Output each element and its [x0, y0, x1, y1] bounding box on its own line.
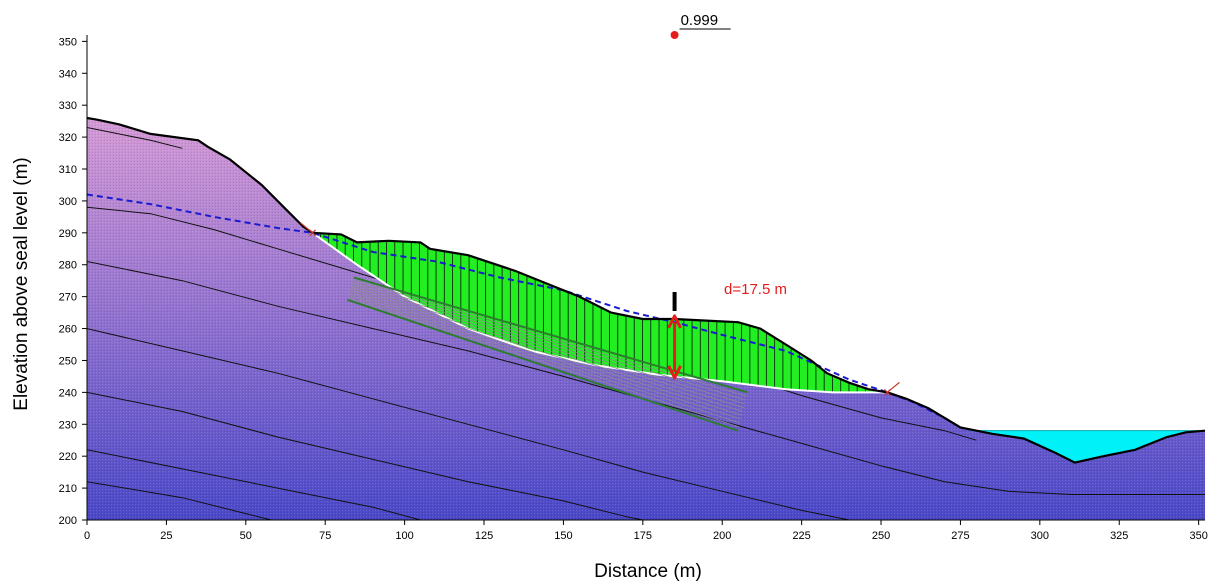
y-tick-label: 330 — [59, 100, 77, 112]
y-tick-label: 220 — [59, 451, 77, 463]
y-tick-label: 250 — [59, 355, 77, 367]
layer-boundary — [87, 127, 183, 149]
y-tick-label: 200 — [59, 515, 77, 527]
y-tick-label: 300 — [59, 196, 77, 208]
y-axis-title: Elevation above seal level (m) — [11, 157, 32, 410]
load-marker — [672, 291, 677, 311]
x-tick-label: 150 — [554, 530, 572, 542]
shear-band-upper-edge — [353, 276, 748, 394]
layer-boundary — [87, 481, 272, 520]
y-tick-label: 240 — [59, 387, 77, 399]
shear-band-line — [349, 290, 743, 416]
slip-center-point — [670, 31, 679, 39]
shear-band-line — [350, 288, 743, 412]
y-tick-label: 280 — [59, 260, 77, 272]
x-tick-label: 100 — [395, 530, 413, 542]
slip-mass — [312, 232, 888, 393]
annotation-layer: 0.999 d=17.5 m — [300, 12, 900, 396]
y-tick-label: 310 — [59, 164, 77, 176]
layer-boundary — [87, 261, 1205, 495]
shear-band-lower-edge — [347, 298, 739, 432]
shear-band-line — [349, 292, 742, 420]
layer-boundary — [87, 449, 421, 520]
shear-band-line — [348, 294, 741, 424]
slip-marker-cross — [309, 229, 316, 237]
y-tick-label: 350 — [59, 36, 77, 48]
water-body — [970, 430, 1205, 463]
y-tick-label: 270 — [59, 292, 77, 304]
y-tick-label: 340 — [59, 68, 77, 80]
y-tick-label: 290 — [59, 228, 77, 240]
x-axis-title: Distance (m) — [594, 561, 702, 582]
layer-boundary — [87, 391, 643, 520]
x-tick-label: 125 — [475, 530, 493, 542]
x-tick-label: 275 — [951, 530, 969, 542]
x-tick-label: 75 — [319, 530, 331, 542]
x-tick-label: 0 — [84, 530, 90, 542]
y-tick-label: 210 — [59, 483, 77, 495]
factor-of-safety-label: 0.999 — [681, 12, 719, 29]
shear-band-line — [352, 281, 746, 401]
x-tick-label: 175 — [634, 530, 652, 542]
plot-area — [87, 116, 1205, 520]
y-tick-label: 320 — [59, 132, 77, 144]
x-tick-label: 25 — [160, 530, 172, 542]
shear-band-line — [351, 283, 745, 405]
shear-band-line — [351, 286, 744, 409]
ground-surface — [87, 116, 1205, 464]
x-tick-label: 50 — [240, 530, 252, 542]
depth-label: d=17.5 m — [724, 281, 787, 298]
layer-boundary — [87, 328, 850, 520]
y-tick-label: 230 — [59, 419, 77, 431]
slip-marker-cross — [883, 388, 891, 396]
x-tick-label: 225 — [792, 530, 810, 542]
x-tick-label: 350 — [1189, 530, 1207, 542]
x-tick-label: 325 — [1110, 530, 1128, 542]
axes: 2002102202302402502602702802903003103203… — [59, 35, 1208, 542]
y-tick-label: 260 — [59, 324, 77, 336]
x-tick-label: 200 — [713, 530, 731, 542]
shear-band-line — [347, 297, 740, 428]
x-tick-label: 300 — [1031, 530, 1049, 542]
x-tick-label: 250 — [872, 530, 890, 542]
